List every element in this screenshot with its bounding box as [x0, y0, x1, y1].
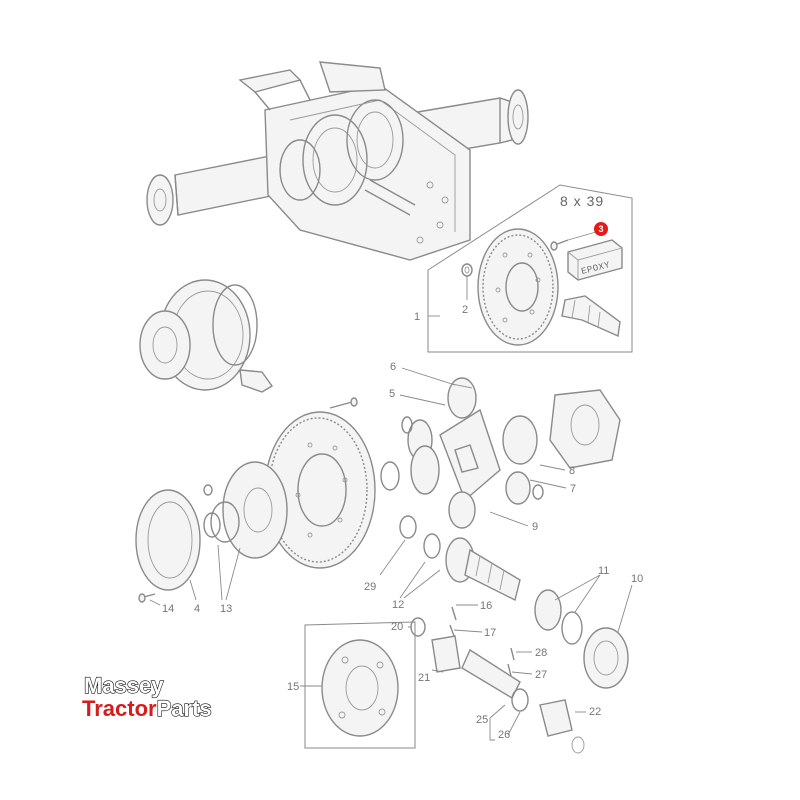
- logo-word-tractor: Tractor: [82, 696, 157, 721]
- callout-20: 20: [391, 621, 403, 633]
- callout-25: 25: [476, 714, 488, 726]
- callout-29: 29: [364, 581, 376, 593]
- callout-28: 28: [535, 647, 547, 659]
- logo-line-massey: Massey: [84, 673, 164, 698]
- bearing-11: [534, 589, 583, 645]
- inset-ratio-label: 8 x 39: [560, 193, 604, 209]
- differential-assembly: [139, 279, 274, 393]
- callout-5: 5: [389, 388, 395, 400]
- callout-15: 15: [287, 681, 299, 693]
- callout-7: 7: [570, 483, 576, 495]
- callout-16: 16: [480, 600, 492, 612]
- output-shaft: [461, 648, 585, 754]
- logo-word-parts: Parts: [157, 696, 212, 721]
- callout-26: 26: [498, 729, 510, 741]
- callout-12: 12: [392, 599, 404, 611]
- massey-tractor-parts-logo: Massey TractorParts: [82, 672, 212, 721]
- seal-10: [583, 627, 629, 689]
- callout-21: 21: [418, 672, 430, 684]
- bearing-13: [203, 512, 221, 538]
- callout-22: 22: [589, 706, 601, 718]
- logo-line-2: TractorParts: [82, 696, 212, 721]
- highlight-callout-number: 3: [598, 224, 603, 234]
- inset-crown-wheel-pinion: 8 x 39 3 EPOXY 1: [414, 184, 633, 353]
- diff-cover: [135, 489, 201, 591]
- hub-15: [304, 621, 416, 749]
- epoxy-package: EPOXY: [567, 239, 623, 281]
- washer-icon: [461, 263, 473, 277]
- spider-assembly: [380, 377, 544, 529]
- callouts: 6 5 8 7 9 29 12 11 10 16 17 20 21 28 27 …: [149, 361, 643, 741]
- highlight-callout-badge: [594, 222, 608, 236]
- callout-27: 27: [535, 669, 547, 681]
- callout-8: 8: [569, 465, 575, 477]
- diff-housing-half: [210, 461, 288, 559]
- callout-17: 17: [484, 627, 496, 639]
- rear-axle-assembly: [146, 61, 529, 261]
- callout-10: 10: [631, 573, 643, 585]
- crown-wheel: [477, 228, 559, 346]
- callout-6: 6: [390, 361, 396, 373]
- pinion-shaft: [561, 295, 621, 338]
- callout-11: 11: [598, 565, 609, 577]
- callout-13: 13: [220, 603, 232, 615]
- callout-1: 1: [414, 311, 420, 323]
- callout-14: 14: [162, 603, 174, 615]
- callout-9: 9: [532, 521, 538, 533]
- callout-4: 4: [194, 603, 200, 615]
- pinion-gear-shaft: [423, 533, 521, 602]
- diff-case: [549, 389, 621, 469]
- callout-2: 2: [462, 304, 468, 316]
